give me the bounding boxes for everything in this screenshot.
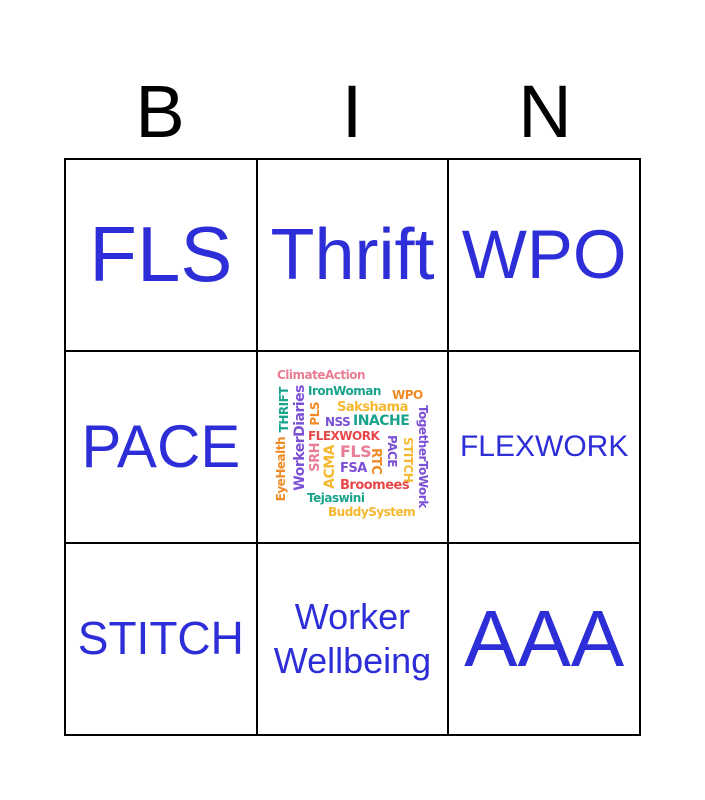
cell-text: Thrift	[270, 214, 435, 295]
bingo-cell[interactable]: AAA	[448, 543, 640, 735]
wc-word: INACHE	[353, 413, 410, 429]
cell-text: AAA	[464, 594, 625, 683]
header-letter-i: I	[341, 70, 363, 153]
bingo-cell[interactable]: WPO	[448, 159, 640, 351]
cell-text-line: Worker	[294, 596, 411, 637]
wc-word: FLEXWORK	[308, 429, 380, 443]
wc-word: Broomees	[340, 478, 410, 493]
wc-word: WorkerDiaries	[292, 385, 308, 491]
wc-word: IronWoman	[308, 384, 381, 398]
wc-word: BuddySystem	[328, 505, 416, 519]
bingo-cell[interactable]: Thrift	[256, 159, 449, 351]
wc-word: EyeHealth	[274, 437, 288, 502]
bingo-cell[interactable]: STITCH	[65, 543, 257, 735]
wc-word: Sakshama	[337, 400, 408, 415]
wc-word: WPO	[392, 388, 423, 402]
wc-word: ClimateAction	[277, 368, 366, 382]
wc-word: FLS	[340, 442, 372, 461]
cell-text: PACE	[81, 413, 241, 480]
wc-word: TogetherToWork	[416, 405, 430, 508]
wc-word: Tejaswini	[307, 491, 365, 505]
wc-word: STITCH	[401, 437, 415, 483]
wc-word: SRH	[308, 443, 323, 472]
cell-text: STITCH	[77, 612, 244, 665]
bingo-cell[interactable]: PACE	[65, 351, 257, 543]
cell-text: FLEXWORK	[459, 430, 629, 463]
header-letter-b: B	[135, 70, 185, 153]
free-space-word-cloud[interactable]	[256, 351, 449, 543]
cell-text: WPO	[461, 215, 627, 293]
wc-word: FSA	[340, 461, 367, 476]
bingo-grid: FLS Thrift WPO PACE FLEXWORK STITCH Work…	[64, 158, 641, 736]
wc-word: ACMA	[322, 445, 338, 489]
wc-word: PACE	[385, 435, 399, 467]
bingo-cell[interactable]: FLS	[65, 159, 257, 351]
header-letter-n: N	[518, 70, 572, 153]
wc-word: THRIFT	[277, 387, 291, 433]
wc-word: RTC	[368, 448, 383, 475]
cell-text: FLS	[89, 210, 233, 299]
cell-text-line: Wellbeing	[273, 640, 432, 681]
wc-word: NSS	[325, 415, 351, 429]
bingo-cell[interactable]: FLEXWORK	[448, 351, 640, 543]
wc-word: PLS	[308, 402, 322, 426]
